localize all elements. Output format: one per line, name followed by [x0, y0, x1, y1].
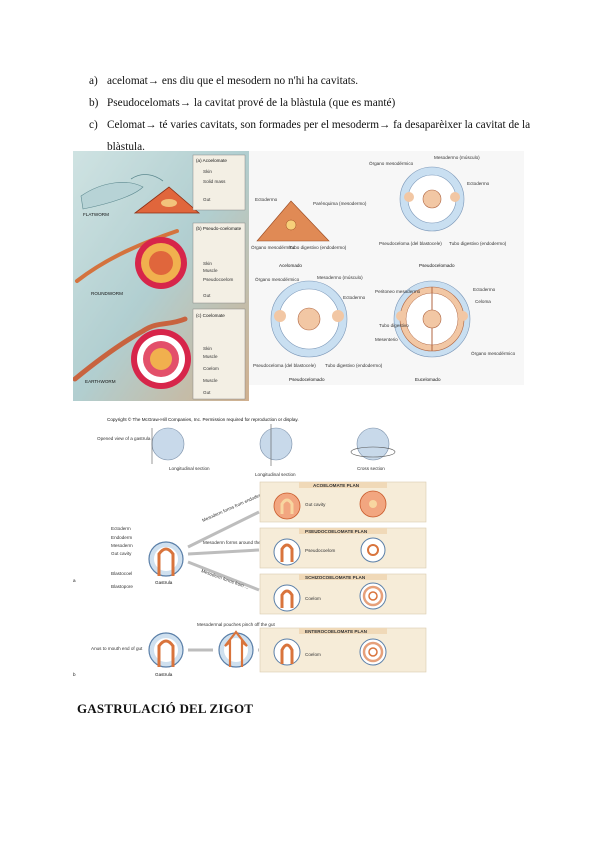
diagram-label: Celoma	[475, 299, 491, 304]
coelomate-section	[131, 308, 246, 400]
diagram-label: Ectodermo	[255, 197, 278, 202]
acoelomate-header: (a) Acoelomate	[196, 158, 227, 163]
diagram-label: Tubo digestivo (endodermo)	[449, 241, 507, 246]
diagram-label: Mesenterio	[375, 337, 398, 342]
eucoelomate-diagram	[393, 280, 471, 358]
coelomate-header: (c) Coelomate	[196, 313, 225, 318]
panel-title: SCHIZOCOELOMATE PLAN	[305, 575, 366, 580]
diagram-label: Tubo digestivo (endodermo)	[325, 363, 383, 368]
list-item: b)Pseudocelomats→ la cavitat prové de la…	[89, 97, 396, 109]
section-heading: GASTRULACIÓ DEL ZIGOT	[77, 701, 254, 716]
layer-label: Coelom	[203, 366, 219, 371]
development-arrows	[187, 510, 260, 592]
gastrula-a	[148, 541, 184, 577]
pseudocoelomate-diagram	[270, 280, 348, 358]
plan-panel	[259, 573, 427, 615]
earthworm-caption: EARTHWORM	[85, 379, 116, 384]
diagram-label: Órgano mesodérmico	[471, 350, 516, 356]
gastrula-label: Ectoderm	[111, 526, 131, 531]
acoelomate-diagram	[256, 200, 330, 242]
gastrula-label: Blastocoel	[111, 571, 132, 576]
acoelomate-caption: Acelomado	[279, 263, 302, 268]
gastrulation-figure: Copyright © The McGraw-Hill Companies, I…	[73, 414, 428, 680]
gastrula-view	[259, 424, 293, 466]
layer-label: Solid mass	[203, 179, 226, 184]
diagram-label: Órgano mesodérmico	[251, 244, 296, 250]
gastrula-label: Anus to mouth end of gut	[91, 646, 143, 651]
layer-label: Gut	[203, 197, 211, 202]
panel-title: ACOELOMATE PLAN	[313, 483, 360, 488]
panel-title: ENTEROCOELOMATE PLAN	[305, 629, 368, 634]
gastrula-view	[151, 427, 185, 464]
gastrula-label: Mesoderm	[111, 543, 133, 548]
gastrula-label: Gut cavity	[111, 551, 132, 556]
layer-label: Skin	[203, 346, 212, 351]
list-item: a)acelomat→ ens diu que el mesodern no n…	[89, 75, 359, 87]
plan-panel	[259, 481, 427, 523]
top-right-caption: Pseudocelomado	[419, 263, 455, 268]
roundworm-caption: ROUNDWORM	[91, 291, 123, 296]
flatworm-caption: FLATWORM	[83, 212, 109, 217]
panel-label: Coelom	[305, 652, 321, 657]
panel-title: PSEUDOCOELOMATE PLAN	[305, 529, 368, 534]
diagram-label: Ectodermo	[467, 181, 490, 186]
view-label: Cross section	[357, 466, 385, 471]
plan-panel	[259, 527, 427, 569]
diagram-label: Ectodermo	[473, 287, 496, 292]
earthworm-drawing	[73, 316, 188, 382]
diagram-label: Mesodermo (músculo)	[317, 275, 363, 280]
list-item: c)Celomat→ té varies cavitats, son forma…	[89, 119, 531, 153]
sublabel: a	[73, 578, 76, 583]
gastrula-label: Blastopore	[111, 584, 133, 589]
panel-label: Pseudocoelom	[305, 548, 336, 553]
gastrula-b	[148, 630, 254, 668]
gastrula-label: Endoderm	[111, 535, 132, 540]
view-label: Opened view of a gastrula	[97, 436, 151, 441]
diagram-label: Peritoneo mesodermo	[375, 289, 421, 294]
eucoelomate-caption: Eucelomado	[415, 377, 441, 382]
acoelomate-section	[133, 154, 246, 214]
layer-label: Muscle	[203, 268, 218, 273]
layer-label: Muscle	[203, 354, 218, 359]
layer-label: Gut	[203, 293, 211, 298]
roundworm-drawing	[75, 229, 179, 283]
diagram-label: Pseudoceloma (del blastocele)	[253, 363, 316, 368]
arrow-label: Mesoderm forms around the blastocoel	[203, 540, 283, 545]
copyright-line: Copyright © The McGraw-Hill Companies, I…	[107, 416, 299, 422]
diagram-label: Ectodermo	[343, 295, 366, 300]
gastrula-caption: Gastrula	[155, 672, 173, 677]
view-label: Longitudinal section	[169, 466, 210, 471]
diagram-label: Mesodermo (músculo)	[434, 155, 480, 160]
arrow-label: Mesodermal pouches pinch off the gut	[197, 622, 276, 627]
panel-label: Gut cavity	[305, 502, 326, 507]
diagram-label: Pseudoceloma (del blastocele)	[379, 241, 442, 246]
view-label: Longitudinal section	[255, 472, 296, 477]
coelom-types-figure: Ectodermo Parénquima (mesodermo) Órgano …	[249, 151, 524, 385]
flatworm-drawing	[80, 174, 164, 210]
diagram-label: Tubo digestivo	[379, 323, 409, 328]
pseudocoelomate-caption: Pseudocelomado	[289, 377, 325, 382]
layer-label: Skin	[203, 261, 212, 266]
diagram-label: Tubo digestivo (endodermo)	[289, 245, 347, 250]
diagram-label: Parénquima (mesodermo)	[313, 201, 367, 206]
layer-label: Pseudocoelom	[203, 277, 234, 282]
diagram-label: Órgano mesodérmico	[369, 160, 414, 166]
panel-label: Coelom	[305, 596, 321, 601]
cavity-type-list: a)acelomat→ ens diu que el mesodern no n…	[89, 70, 539, 158]
body-plan-figure: (a) Acoelomate Skin Solid mass Gut FLATW…	[73, 151, 249, 401]
layer-label: Muscle	[203, 378, 218, 383]
pseudocoelomate-section	[135, 222, 246, 304]
layer-label: Skin	[203, 169, 212, 174]
ring-diagram	[399, 166, 465, 232]
layer-label: Gut	[203, 390, 211, 395]
diagram-label: Órgano mesodérmico	[255, 276, 300, 282]
sublabel: b	[73, 672, 76, 677]
plan-panel	[259, 627, 427, 673]
pseudocoelomate-header: (b) Pseudo-coelomate	[196, 226, 242, 231]
gastrula-caption: Gastrula	[155, 580, 173, 585]
gastrula-view	[350, 427, 396, 461]
